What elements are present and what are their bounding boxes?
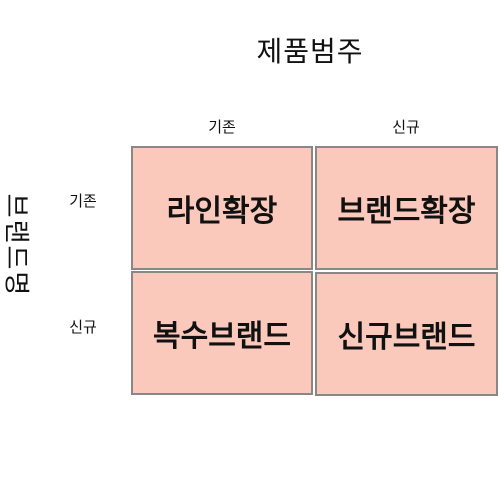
row-header-new: 신규	[69, 318, 97, 336]
matrix-title: 제품범주	[256, 35, 364, 68]
column-header-existing: 기존	[208, 118, 236, 136]
cell-multi-brand: 복수브랜드	[131, 271, 313, 395]
cell-brand-extension: 브랜드확장	[315, 146, 498, 270]
cell-line-extension: 라인확장	[131, 146, 313, 270]
column-header-new: 신규	[392, 118, 420, 136]
cell-new-brand: 신규브랜드	[315, 272, 498, 396]
row-header-existing: 기존	[69, 192, 97, 210]
y-axis-title: 브랜드명	[0, 180, 36, 310]
y-axis-label: 브랜드명	[0, 193, 31, 297]
